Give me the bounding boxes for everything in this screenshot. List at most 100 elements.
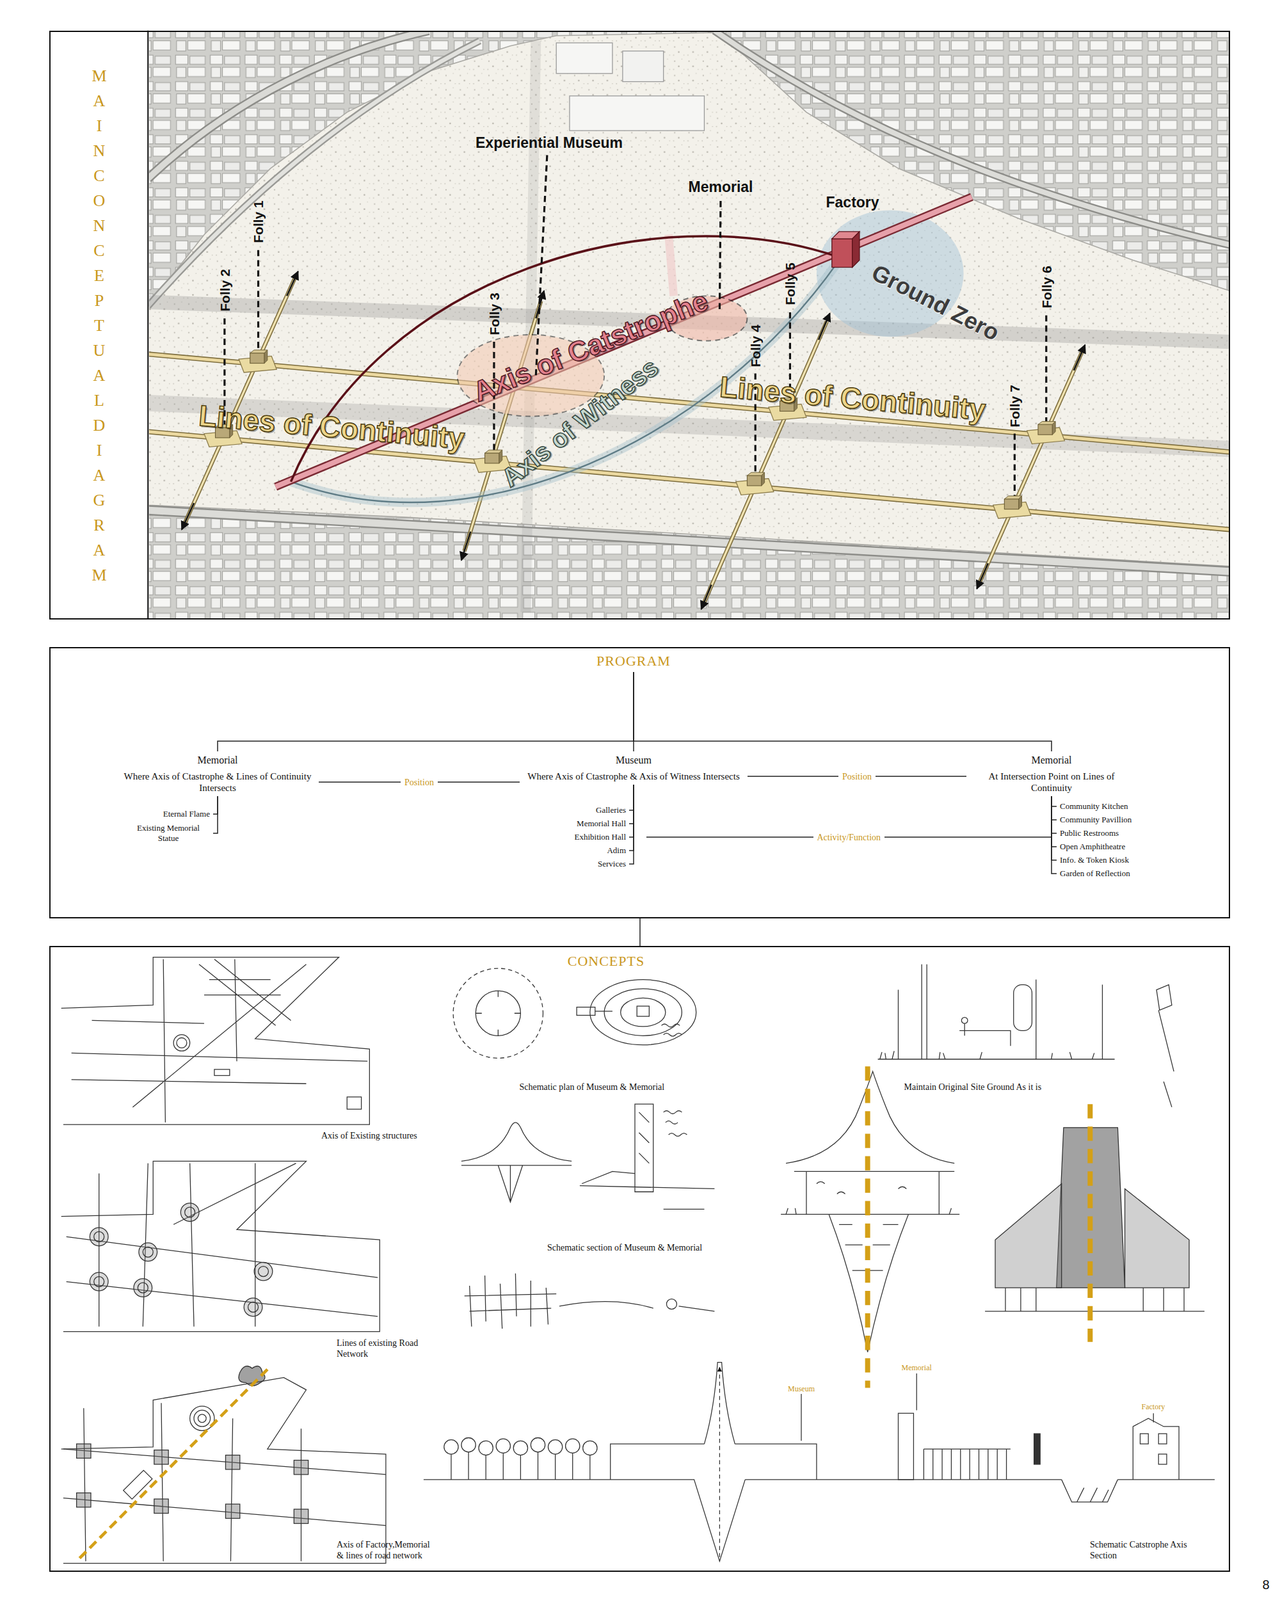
site-map xyxy=(1073,344,1086,371)
connector xyxy=(629,784,634,824)
continuity-label: Lines of Continuity xyxy=(197,397,466,456)
concept-sketch xyxy=(1034,1433,1041,1465)
concept-sketch xyxy=(475,990,521,1036)
site-map xyxy=(149,40,480,307)
concept-sketch xyxy=(243,1297,263,1317)
concept-sketch xyxy=(133,1278,153,1298)
sketch-caption: Schematic section of Museum & Memorial xyxy=(547,1242,703,1254)
map-label: Factory xyxy=(826,193,880,212)
connector-label: Position xyxy=(400,776,438,788)
concept-sketch xyxy=(530,1438,545,1453)
program-item: Open Amphitheatre xyxy=(1059,841,1214,852)
site-map xyxy=(238,350,277,373)
item-text: Exhibition Hall xyxy=(497,832,626,843)
concept-sketch xyxy=(663,1111,688,1137)
concept-sketch xyxy=(61,1160,381,1332)
concept-sketch xyxy=(89,1227,109,1247)
program-item: Info. & Token Kiosk xyxy=(1059,855,1214,866)
folly-label: Folly 4 xyxy=(746,324,763,368)
connector xyxy=(1051,796,1057,847)
concept-sketch xyxy=(719,1367,720,1561)
site-map xyxy=(832,238,853,268)
folly-label: Folly 6 xyxy=(1038,265,1055,309)
vertical-heading: MAIN CONCEPTUAL DIAGRAM xyxy=(90,63,108,588)
illustration xyxy=(61,30,1231,1564)
axis-dashed xyxy=(79,1369,267,1559)
page-number: 8 xyxy=(1262,1576,1270,1593)
site-map xyxy=(149,31,429,179)
site-map xyxy=(818,312,831,340)
concept-sketch xyxy=(176,1038,187,1049)
concept-sketch xyxy=(878,1050,1115,1060)
concept-sketch xyxy=(76,1443,91,1458)
concept-sketch xyxy=(513,1440,528,1455)
concept-sketch xyxy=(94,1276,105,1288)
site-map xyxy=(149,31,1229,619)
concept-sketch xyxy=(801,1373,1154,1441)
concept-sketch xyxy=(579,1104,715,1209)
group-note: Where Axis of Ctastrophe & Lines of Cont… xyxy=(121,770,314,794)
concept-sketch xyxy=(1061,1479,1119,1503)
site-map xyxy=(704,321,827,602)
program-item: Community Pavillion xyxy=(1059,814,1214,825)
site-map xyxy=(736,472,774,495)
site-map xyxy=(701,584,712,610)
axis-dashed xyxy=(865,1066,871,1388)
concept-sketch xyxy=(214,1069,230,1076)
axis-dashed xyxy=(867,1066,1091,1388)
site-map xyxy=(714,31,1229,245)
connector xyxy=(639,918,641,946)
sketch-caption: Schematic plan of Museum & Memorial xyxy=(519,1081,665,1093)
section-callout: Museum xyxy=(787,1384,815,1394)
concept-sketch xyxy=(190,1406,215,1431)
concept-sketch xyxy=(964,1023,966,1036)
program-panel: PROGRAMMemorialWhere Axis of Ctastrophe … xyxy=(49,647,1231,919)
sketch-caption: Axis of Factory,Memorial & lines of road… xyxy=(336,1539,440,1561)
item-text: Eternal Flame xyxy=(81,808,210,820)
connector xyxy=(633,672,1052,752)
site-map xyxy=(704,321,827,602)
heading-column: MAIN CONCEPTUAL DIAGRAM xyxy=(50,32,148,619)
concept-sketch xyxy=(1013,984,1033,1032)
group-title: Memorial xyxy=(971,753,1132,767)
section-callout: Factory xyxy=(1141,1402,1166,1412)
site-map xyxy=(1026,421,1065,444)
connector xyxy=(1051,796,1057,834)
item-text: Galleries xyxy=(497,805,626,816)
connector xyxy=(1051,796,1057,820)
concept-sketch xyxy=(590,979,697,1046)
site-map xyxy=(257,250,260,358)
item-text: Garden of Reflection xyxy=(1059,868,1214,879)
concept-sketch xyxy=(453,968,543,1058)
item-text: Community Kitchen xyxy=(1059,801,1214,812)
concept-sketch xyxy=(173,1034,191,1052)
folly-label: Folly 3 xyxy=(485,292,502,336)
site-map xyxy=(149,510,1229,572)
connector xyxy=(213,796,218,834)
site-map xyxy=(714,31,1229,245)
concept-sketch xyxy=(248,1301,259,1312)
connector xyxy=(1051,796,1057,874)
concept-sketch xyxy=(475,990,521,1036)
site-map xyxy=(719,200,721,312)
connector xyxy=(213,796,218,815)
map-label: Memorial xyxy=(688,177,754,196)
concept-sketch xyxy=(496,1438,511,1453)
concept-sketch xyxy=(1158,1454,1167,1465)
program-item: Public Restrooms xyxy=(1059,828,1214,839)
concept-sketch xyxy=(89,1203,272,1317)
concept-sketch xyxy=(636,1006,649,1017)
site-map xyxy=(149,32,1229,567)
concept-sketch xyxy=(961,1017,968,1024)
concept-sketch xyxy=(995,1184,1062,1289)
concept-sketch xyxy=(225,1504,240,1519)
concept-sketch xyxy=(293,1509,308,1524)
site-map xyxy=(535,154,548,376)
map-label: Experiential Museum xyxy=(475,133,623,152)
site-map xyxy=(556,42,613,74)
axis-dashed xyxy=(79,1369,267,1559)
site-map xyxy=(149,40,480,307)
connector xyxy=(217,672,634,752)
